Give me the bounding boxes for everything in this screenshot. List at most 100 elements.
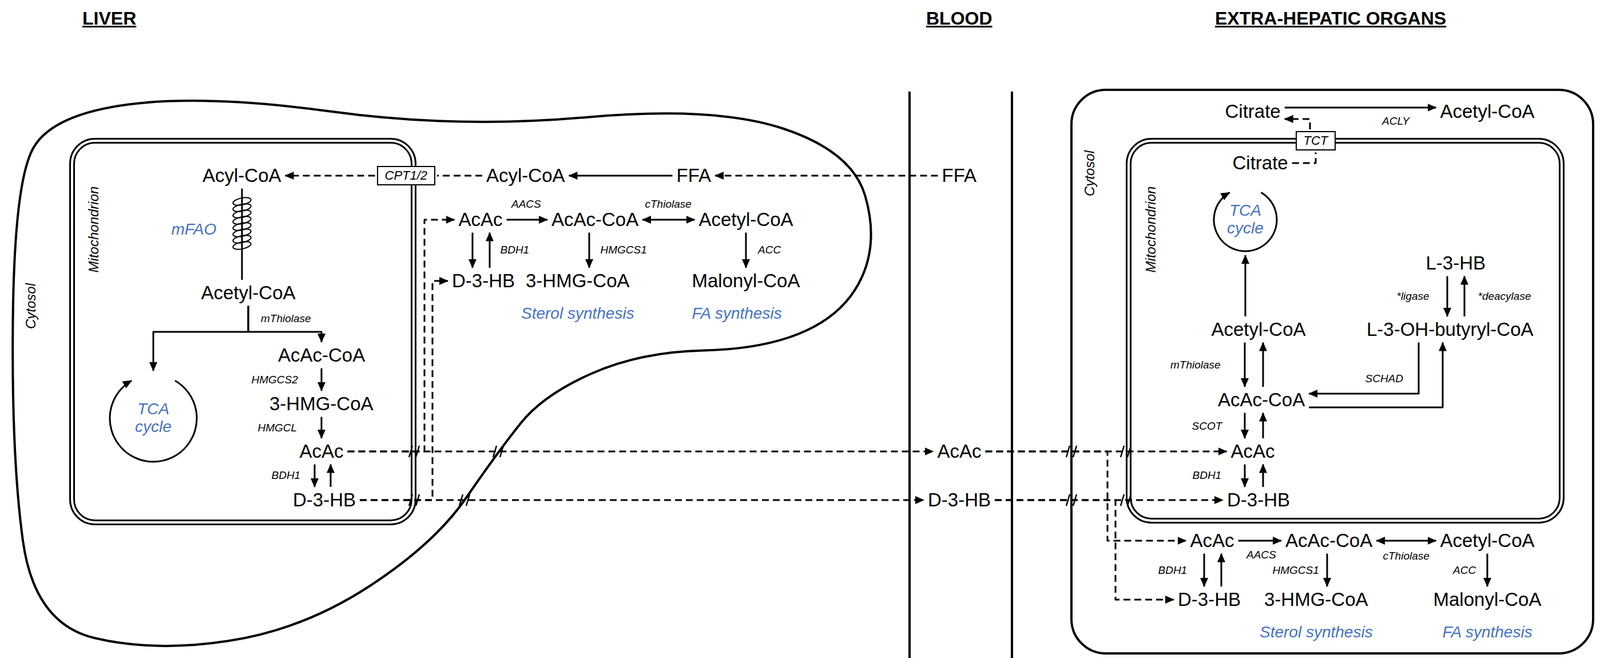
reaction-arrow bbox=[1262, 342, 1265, 387]
compartment-name: Mitochondrion bbox=[85, 186, 102, 273]
enzyme-label: cThiolase bbox=[644, 197, 693, 212]
compartment-name: Cytosol bbox=[22, 283, 39, 329]
transport-arrow bbox=[347, 450, 934, 453]
reaction-arrow bbox=[1284, 106, 1437, 109]
vessel-wall bbox=[1010, 91, 1014, 658]
metabolite-label: D-3-HB bbox=[1224, 488, 1293, 512]
node-text: D-3-HB bbox=[1227, 489, 1290, 511]
metabolite-label: Citrate bbox=[1223, 100, 1284, 123]
enzyme-label: cThiolase bbox=[1382, 549, 1431, 563]
transport-arrow bbox=[285, 175, 376, 177]
enzyme-label: BDH1 bbox=[1157, 564, 1189, 578]
enzyme-label: ACLY bbox=[1380, 114, 1411, 129]
reaction-arrow bbox=[1203, 553, 1206, 587]
node-text: L-3-OH-butyryl-CoA bbox=[1366, 318, 1534, 340]
reaction-arrow bbox=[153, 306, 249, 371]
pathway-label: FA synthesis bbox=[1441, 622, 1534, 642]
metabolite-label: AcAc-CoA bbox=[1283, 529, 1375, 553]
helix-coil bbox=[232, 215, 252, 226]
transporter-box: TCT bbox=[1295, 130, 1337, 151]
transport-arrow bbox=[715, 175, 939, 177]
transport-arrow bbox=[359, 499, 924, 502]
metabolite-label: Acetyl-CoA bbox=[696, 208, 796, 232]
transport-arrow bbox=[985, 451, 1187, 541]
node-text: Acyl-CoA bbox=[202, 164, 282, 186]
helix-coil bbox=[232, 227, 252, 238]
node-text: D-3-HB bbox=[927, 489, 991, 511]
reaction-arrow bbox=[248, 306, 322, 343]
helix-coil bbox=[232, 240, 252, 251]
mitochondrion-membrane bbox=[69, 137, 417, 526]
metabolite-label: AcAc bbox=[935, 439, 984, 463]
compartment: EXTRA-HEPATIC ORGANSCytosolCitrateAcetyl… bbox=[1063, 0, 1600, 658]
node-text: AcAc-CoA bbox=[551, 208, 639, 230]
node-text: AcAc bbox=[1190, 529, 1235, 551]
reaction-arrow bbox=[471, 232, 474, 268]
node-text: Citrate bbox=[1232, 152, 1289, 174]
reaction-arrow bbox=[1262, 464, 1265, 487]
reaction-arrow bbox=[1463, 276, 1466, 317]
fao-helix bbox=[232, 196, 252, 251]
enzyme-label: BDH1 bbox=[499, 243, 531, 257]
metabolite-label: Acetyl-CoA bbox=[199, 281, 299, 305]
metabolite-label: FFA bbox=[674, 164, 714, 188]
metabolite-label: FFA bbox=[939, 164, 980, 188]
reaction-arrow bbox=[489, 232, 491, 268]
node-text: Acetyl-CoA bbox=[1440, 100, 1535, 122]
reaction-arrow bbox=[1244, 342, 1246, 387]
enzyme-label: SCHAD bbox=[1364, 372, 1405, 386]
metabolite-label: Acetyl-CoA bbox=[1209, 318, 1309, 341]
metabolite-label: D-3-HB bbox=[925, 488, 994, 512]
enzyme-label: HMGCL bbox=[256, 421, 299, 435]
reaction-arrow bbox=[506, 219, 549, 221]
reaction-arrow bbox=[330, 464, 332, 487]
reaction-arrow bbox=[241, 188, 244, 280]
metabolite-label: AcAc bbox=[1188, 529, 1237, 553]
cycle-arc bbox=[109, 380, 197, 462]
metabolite-label: L-3-HB bbox=[1423, 251, 1489, 275]
reaction-arrow bbox=[1262, 413, 1265, 439]
enzyme-label: AACS bbox=[1245, 548, 1278, 562]
metabolite-label: 3-HMG-CoA bbox=[1261, 588, 1371, 611]
enzyme-label: ACC bbox=[1451, 564, 1478, 578]
metabolite-label: Acyl-CoA bbox=[483, 164, 568, 188]
metabolite-label: 3-HMG-CoA bbox=[267, 392, 376, 416]
compartment-name: Cytosol bbox=[1081, 150, 1098, 197]
metabolite-label: AcAc bbox=[456, 208, 506, 232]
node-text: L-3-HB bbox=[1426, 252, 1487, 274]
transporter-box: CPT1/2 bbox=[376, 165, 436, 186]
enzyme-label: HMGCS1 bbox=[599, 243, 649, 257]
enzyme-label: mThiolase bbox=[259, 312, 313, 326]
metabolite-label: Acetyl-CoA bbox=[1438, 100, 1538, 123]
node-text: AcAc bbox=[299, 440, 344, 462]
reaction-arrow bbox=[569, 175, 673, 177]
helix-coil bbox=[232, 196, 252, 207]
cycle-circle: TCA cycle bbox=[107, 372, 200, 464]
reaction-arrow bbox=[1244, 413, 1246, 439]
node-text: Acetyl-CoA bbox=[201, 282, 296, 304]
metabolite-label: Malonyl-CoA bbox=[689, 269, 803, 293]
cell-outline-rect bbox=[1071, 89, 1594, 654]
enzyme-label: *deacylase bbox=[1477, 290, 1533, 304]
node-text: 3-HMG-CoA bbox=[269, 392, 374, 415]
metabolite-label: Citrate bbox=[1230, 151, 1291, 175]
node-text: AcAc bbox=[937, 440, 982, 462]
membrane-break-marks bbox=[409, 445, 1131, 506]
cycle-name: TCA cycle bbox=[1224, 201, 1267, 238]
enzyme-label: HMGCS1 bbox=[1271, 564, 1321, 578]
transport-arrow bbox=[437, 175, 483, 177]
node-text: AcAc bbox=[1231, 440, 1276, 462]
node-text: 3-HMG-CoA bbox=[525, 270, 630, 292]
metabolite-label: Malonyl-CoA bbox=[1431, 588, 1544, 611]
compartment: MitochondrionCitrateTCA cycleAcetyl-CoAA… bbox=[1125, 137, 1565, 524]
compartment: Mitochondrion Acyl-CoA Acetyl-CoA TCA cycle… bbox=[69, 137, 417, 526]
reaction-arrow bbox=[1376, 540, 1436, 542]
region-heading: LIVER bbox=[82, 8, 137, 30]
enzyme-label: HMGCS2 bbox=[250, 373, 300, 387]
node-text: AcAc-CoA bbox=[278, 344, 365, 366]
enzyme-label: *ligase bbox=[1395, 290, 1431, 304]
metabolite-label: L-3-OH-butyryl-CoA bbox=[1364, 318, 1536, 341]
node-text: FFA bbox=[942, 164, 978, 186]
